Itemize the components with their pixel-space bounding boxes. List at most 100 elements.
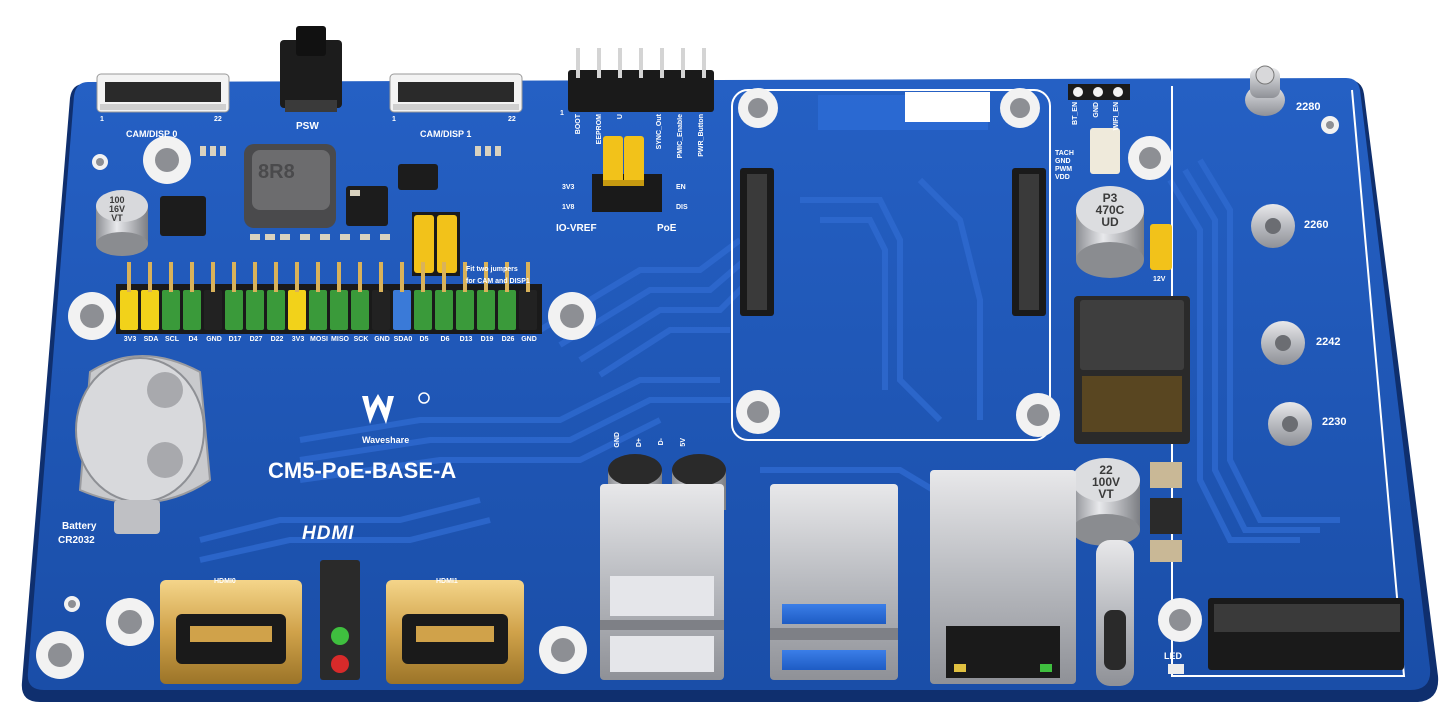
gpio-pin bbox=[484, 262, 488, 292]
label-battery: Battery bbox=[62, 521, 97, 532]
gpio-pin-block bbox=[288, 290, 306, 330]
gpio-pin-label: GND bbox=[206, 336, 222, 343]
gpio-pin-block bbox=[120, 290, 138, 330]
gpio-pin-block bbox=[267, 290, 285, 330]
gpio-pin bbox=[379, 262, 383, 292]
gpio-pin bbox=[337, 262, 341, 292]
gpio-pin-label: D6 bbox=[440, 336, 450, 343]
cap1-line2: 16V bbox=[108, 204, 125, 214]
waveshare-logo bbox=[362, 392, 430, 424]
brand-name: Waveshare bbox=[362, 435, 410, 445]
label-m2-2230: 2230 bbox=[1322, 416, 1347, 428]
label-fan-vdd: VDD bbox=[1055, 174, 1070, 181]
smd-parts bbox=[200, 146, 501, 240]
cap1-line3: VT bbox=[111, 213, 123, 223]
label-cr2032: CR2032 bbox=[58, 535, 95, 546]
gpio-pin-label: SDA bbox=[143, 336, 159, 343]
cap3-line2: 100V bbox=[1091, 475, 1121, 489]
label-hdmi1: HDMI1 bbox=[436, 578, 458, 585]
config-header bbox=[568, 48, 714, 112]
label-led: LED bbox=[1164, 651, 1182, 661]
ic-1 bbox=[160, 196, 206, 236]
gpio-pin-label: D4 bbox=[188, 336, 198, 343]
gpio-pin-label: 3V3 bbox=[123, 336, 137, 343]
cap1-marking: 100 16V VT bbox=[102, 196, 132, 223]
cap2-line1: P3 bbox=[1102, 191, 1118, 205]
ethernet-port bbox=[930, 470, 1076, 684]
label-usb-5v: 5V bbox=[680, 438, 687, 447]
gpio-pin bbox=[253, 262, 257, 292]
gpio-pin-label: MISO bbox=[331, 336, 349, 343]
led-indicator bbox=[320, 560, 360, 680]
gpio-pin-block bbox=[498, 290, 516, 330]
label-dis: DIS bbox=[676, 204, 688, 211]
gpio-pin bbox=[169, 262, 173, 292]
label-usb-dp: D+ bbox=[636, 438, 643, 448]
gpio-pin-block bbox=[225, 290, 243, 330]
label-bt-en: BT_EN bbox=[1072, 102, 1079, 125]
label-12v: 12V bbox=[1153, 276, 1166, 283]
label-m2-2280: 2280 bbox=[1296, 101, 1321, 113]
gpio-pin bbox=[232, 262, 236, 292]
cap1-line1: 100 bbox=[109, 195, 125, 205]
smd-inductor-2 bbox=[1150, 498, 1182, 534]
gpio-pin-label: D19 bbox=[480, 336, 494, 343]
label-cam-disp0: CAM/DISP 0 bbox=[126, 129, 178, 139]
cam-jumpers bbox=[412, 212, 460, 276]
poe-transformer bbox=[1074, 296, 1190, 444]
label-sync-out: SYNC_Out bbox=[656, 114, 663, 150]
gpio-pin bbox=[421, 262, 425, 292]
b2b-connectors bbox=[740, 168, 1046, 316]
gpio-pin-label: D27 bbox=[249, 336, 263, 343]
gpio-pin-label: D5 bbox=[419, 336, 429, 343]
m2-slot bbox=[1208, 598, 1404, 670]
cm5-outline bbox=[731, 89, 1051, 441]
capacitor-1 bbox=[96, 190, 148, 256]
status-led bbox=[1168, 664, 1184, 674]
label-psw: PSW bbox=[296, 121, 319, 132]
cap3-line3: VT bbox=[1098, 487, 1114, 501]
capacitor-3 bbox=[1072, 458, 1140, 546]
label-3v3: 3V3 bbox=[562, 184, 575, 191]
hdmi-logo: HDMI bbox=[302, 523, 355, 544]
label-m2-2260: 2260 bbox=[1304, 219, 1329, 231]
gpio-pin bbox=[295, 262, 299, 292]
gpio-pin bbox=[463, 262, 467, 292]
label-pin1-b: 1 bbox=[392, 116, 396, 123]
label-cam-disp1: CAM/DISP 1 bbox=[420, 129, 472, 139]
gpio-pin bbox=[526, 262, 530, 292]
usb2-port-stack bbox=[600, 484, 724, 680]
12v-jumper bbox=[1150, 224, 1172, 270]
gpio-pin-block bbox=[330, 290, 348, 330]
gpio-pin-label: MOSI bbox=[310, 336, 328, 343]
gpio-pin bbox=[127, 262, 131, 292]
label-fan-tach: TACH bbox=[1055, 150, 1074, 157]
gpio-pin-label: D17 bbox=[228, 336, 242, 343]
fan-connector bbox=[1090, 128, 1120, 174]
label-pin22-b: 22 bbox=[508, 116, 516, 123]
smd-inductor-3 bbox=[1150, 540, 1182, 562]
label-jumper-note-2: for CAM and DISP1 bbox=[466, 278, 530, 285]
label-poe: PoE bbox=[657, 223, 677, 234]
fpc-connector-1 bbox=[389, 73, 523, 113]
usb3-port-stack bbox=[770, 484, 898, 680]
label-io-vref: IO-VREF bbox=[556, 223, 597, 234]
gpio-pin bbox=[211, 262, 215, 292]
label-pwr-button: PWR_Button bbox=[698, 114, 705, 157]
ic-3 bbox=[398, 164, 438, 190]
label-pin22-a: 22 bbox=[214, 116, 222, 123]
traces bbox=[199, 158, 1340, 563]
gpio-pin-label: D22 bbox=[270, 336, 284, 343]
cap2-line3: UD bbox=[1101, 215, 1119, 229]
capacitor-2 bbox=[1076, 186, 1144, 278]
gpio-pin-block bbox=[372, 290, 390, 330]
cap3-line1: 22 bbox=[1099, 463, 1113, 477]
battery-holder bbox=[75, 355, 212, 534]
gpio-pin-label: SDA0 bbox=[393, 336, 413, 343]
label-header-pin1: 1 bbox=[560, 110, 564, 117]
label-eeprom: EEPROM bbox=[596, 114, 603, 145]
gpio-header bbox=[116, 262, 542, 334]
gpio-pin bbox=[505, 262, 509, 292]
